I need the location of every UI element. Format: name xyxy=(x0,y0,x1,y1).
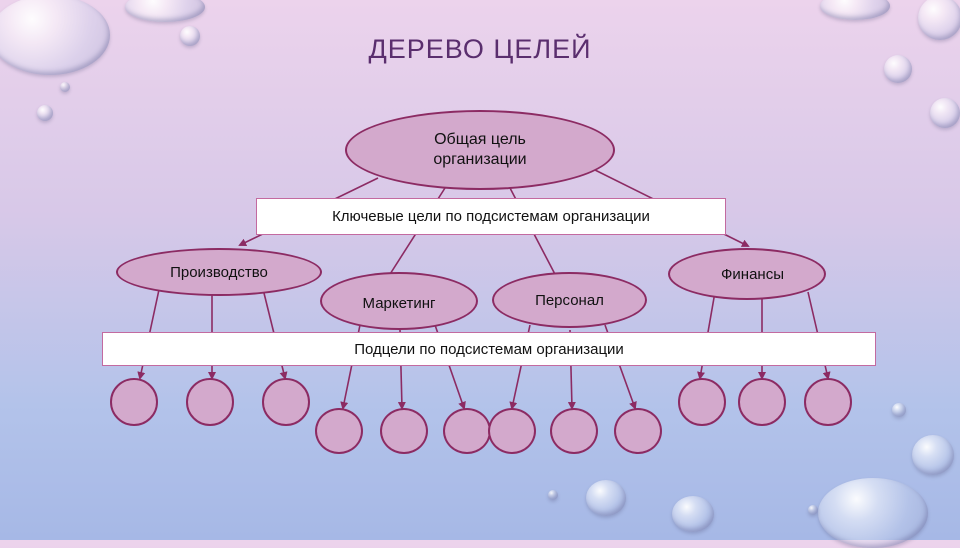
water-drop-decoration xyxy=(548,490,558,500)
subgoal-node-finance xyxy=(804,378,852,426)
water-drop-decoration xyxy=(912,435,954,475)
subgoal-node-marketing xyxy=(315,408,363,454)
subgoals-label: Подцели по подсистемам организации xyxy=(354,340,624,358)
root-goal-line-1: Общая цель xyxy=(434,131,526,148)
water-drop-decoration xyxy=(820,0,890,20)
subsystem-label-marketing: Маркетинг xyxy=(362,294,436,312)
subgoal-node-marketing xyxy=(380,408,428,454)
subsystem-node-production: Производство xyxy=(116,248,322,296)
subsystem-node-marketing: Маркетинг xyxy=(320,272,478,330)
subsystem-label-finance: Финансы xyxy=(721,265,784,283)
subgoal-node-production xyxy=(262,378,310,426)
water-drop-decoration xyxy=(60,82,70,92)
subsystem-label-personnel: Персонал xyxy=(535,291,604,309)
subgoal-node-production xyxy=(110,378,158,426)
water-drop-decoration xyxy=(0,0,110,75)
water-drop-decoration xyxy=(586,480,626,516)
subgoal-node-personnel xyxy=(614,408,662,454)
water-drop-decoration xyxy=(37,105,53,121)
subgoal-node-personnel xyxy=(488,408,536,454)
water-drop-decoration xyxy=(892,403,906,417)
subgoal-node-finance xyxy=(678,378,726,426)
subgoal-node-production xyxy=(186,378,234,426)
subgoal-node-personnel xyxy=(550,408,598,454)
water-drop-decoration xyxy=(930,98,960,128)
slide-title: ДЕРЕВО ЦЕЛЕЙ xyxy=(368,34,592,64)
subgoals-bar: Подцели по подсистемам организации xyxy=(102,332,876,366)
water-drop-decoration xyxy=(918,0,960,40)
subsystem-node-personnel: Персонал xyxy=(492,272,647,328)
subgoal-node-finance xyxy=(738,378,786,426)
subsystem-node-finance: Финансы xyxy=(668,248,826,300)
water-drop-decoration xyxy=(818,478,928,548)
root-goal-node: Общая цель организации xyxy=(345,110,615,190)
key-goals-bar: Ключевые цели по подсистемам организации xyxy=(256,198,726,235)
water-drop-decoration xyxy=(672,496,714,532)
subsystem-label-production: Производство xyxy=(170,264,268,281)
water-drop-decoration xyxy=(125,0,205,22)
water-drop-decoration xyxy=(808,505,818,515)
key-goals-label: Ключевые цели по подсистемам организации xyxy=(332,208,650,225)
water-drop-decoration xyxy=(884,55,912,83)
water-drop-decoration xyxy=(180,26,200,46)
root-goal-line-2: организации xyxy=(433,151,527,168)
subgoal-node-marketing xyxy=(443,408,491,454)
